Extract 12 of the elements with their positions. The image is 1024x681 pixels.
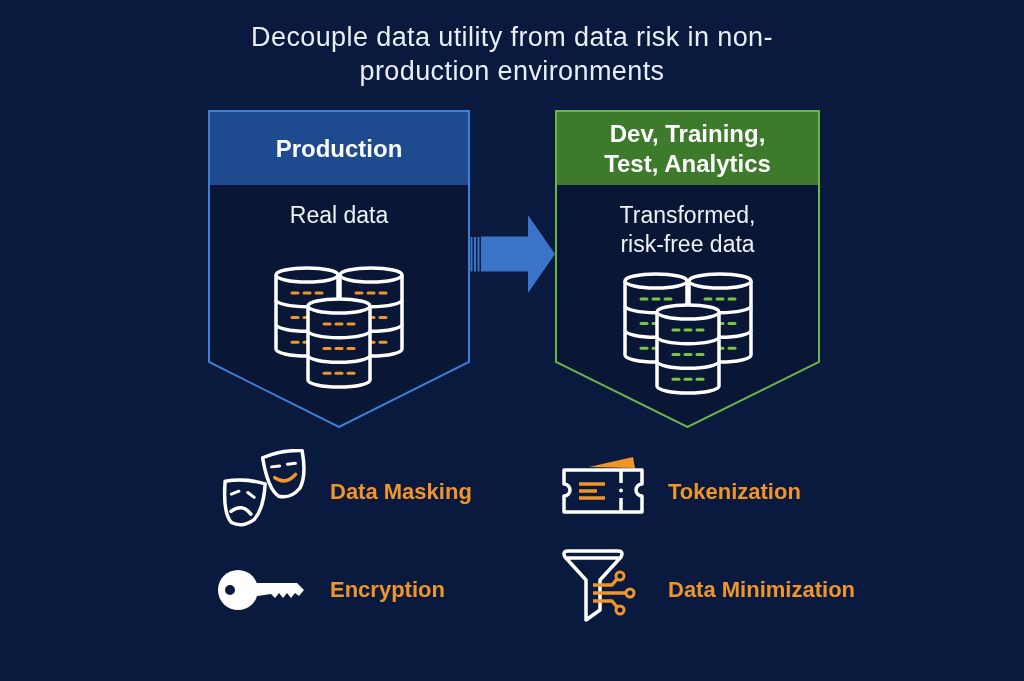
technique-label: Encryption [330, 577, 445, 603]
technique-label: Tokenization [668, 479, 801, 505]
panel-text: Real data [288, 201, 390, 230]
panel-header: Dev, Training, Test, Analytics [557, 112, 818, 185]
arrow [470, 215, 555, 293]
technique-label: Data Masking [330, 479, 472, 505]
shield-panel [208, 110, 470, 428]
title: Decouple data utility from data risk in non-production environments [250, 21, 774, 88]
technique-label: Data Minimization [668, 577, 855, 603]
panel-text: Transformed, risk-free data [618, 201, 757, 259]
shield-panel [555, 110, 820, 428]
panel-header: Production [210, 112, 468, 185]
